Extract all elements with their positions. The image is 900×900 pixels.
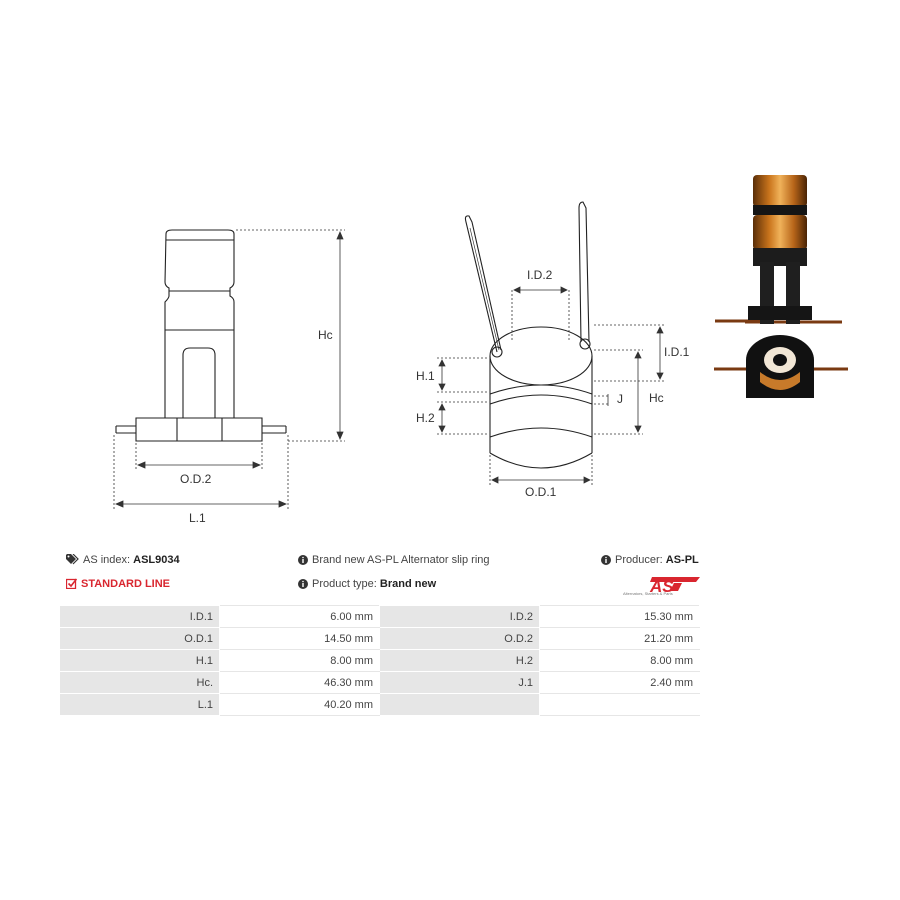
ring-view-drawing [464, 201, 593, 469]
spec-value: 14.50 mm [219, 627, 380, 650]
spec-value: 40.20 mm [219, 693, 380, 716]
spec-label: O.D.1 [59, 627, 220, 650]
table-row: H.1 8.00 mm H.2 8.00 mm [59, 649, 700, 672]
spec-value: 15.30 mm [539, 605, 700, 628]
description: Brand new AS-PL Alternator slip ring [298, 553, 490, 567]
label-h2: H.2 [416, 411, 435, 425]
label-h1: H.1 [416, 369, 435, 383]
spec-label: I.D.2 [379, 605, 540, 628]
as-index-label: AS index: [83, 554, 131, 566]
table-row: Hc. 46.30 mm J.1 2.40 mm [59, 671, 700, 694]
as-index: AS index: ASL9034 [66, 553, 180, 567]
spec-value: 2.40 mm [539, 671, 700, 694]
spec-value: 6.00 mm [219, 605, 380, 628]
info-icon [298, 555, 308, 565]
table-row: I.D.1 6.00 mm I.D.2 15.30 mm [59, 605, 700, 628]
side-view-dimensions [113, 229, 345, 510]
standard-line-text: STANDARD LINE [81, 578, 171, 590]
producer: Producer: AS-PL [601, 553, 699, 567]
label-hc-left: Hc [318, 328, 333, 342]
spec-value: 8.00 mm [539, 649, 700, 672]
spec-label: J.1 [379, 671, 540, 694]
product-photo [714, 175, 848, 398]
logo-tagline: Alternators, Starters & Parts [623, 591, 673, 596]
label-hc-mid: Hc [649, 391, 664, 405]
product-type: Product type: Brand new [298, 577, 436, 591]
info-icon [601, 555, 611, 565]
label-od2: O.D.2 [180, 472, 212, 486]
label-j: J [617, 392, 623, 406]
checkbox-checked-icon [66, 578, 77, 589]
label-id1: I.D.1 [664, 345, 690, 359]
tags-icon [66, 554, 79, 565]
spec-value: 8.00 mm [219, 649, 380, 672]
spec-value: 46.30 mm [219, 671, 380, 694]
technical-drawing: Hc O.D.2 L.1 [113, 175, 848, 525]
label-l1: L.1 [189, 511, 206, 525]
table-row: L.1 40.20 mm [59, 693, 700, 716]
as-pl-logo: AS [649, 577, 700, 596]
logo-text: AS [649, 577, 674, 596]
producer-label: Producer: [615, 554, 663, 566]
spec-label-empty [379, 693, 540, 716]
ring-view-dimensions [437, 286, 665, 485]
spec-value: 21.20 mm [539, 627, 700, 650]
spec-value-empty [539, 693, 700, 716]
info-icon [298, 579, 308, 589]
spec-label: H.2 [379, 649, 540, 672]
table-row: O.D.1 14.50 mm O.D.2 21.20 mm [59, 627, 700, 650]
product-type-value: Brand new [379, 578, 437, 590]
spec-label: O.D.2 [379, 627, 540, 650]
side-view-drawing [115, 229, 287, 442]
spec-label: I.D.1 [59, 605, 220, 628]
spec-label: Hc. [59, 671, 220, 694]
label-id2: I.D.2 [527, 268, 553, 282]
spec-label: L.1 [59, 693, 220, 716]
description-text: Brand new AS-PL Alternator slip ring [312, 554, 490, 566]
as-index-value: ASL9034 [133, 554, 180, 566]
product-type-label: Product type: [312, 578, 377, 590]
spec-label: H.1 [59, 649, 220, 672]
standard-line-badge: STANDARD LINE [66, 577, 170, 591]
spec-table: I.D.1 6.00 mm I.D.2 15.30 mm O.D.1 14.50… [59, 605, 700, 716]
producer-value: AS-PL [665, 554, 699, 566]
label-od1: O.D.1 [525, 485, 557, 499]
